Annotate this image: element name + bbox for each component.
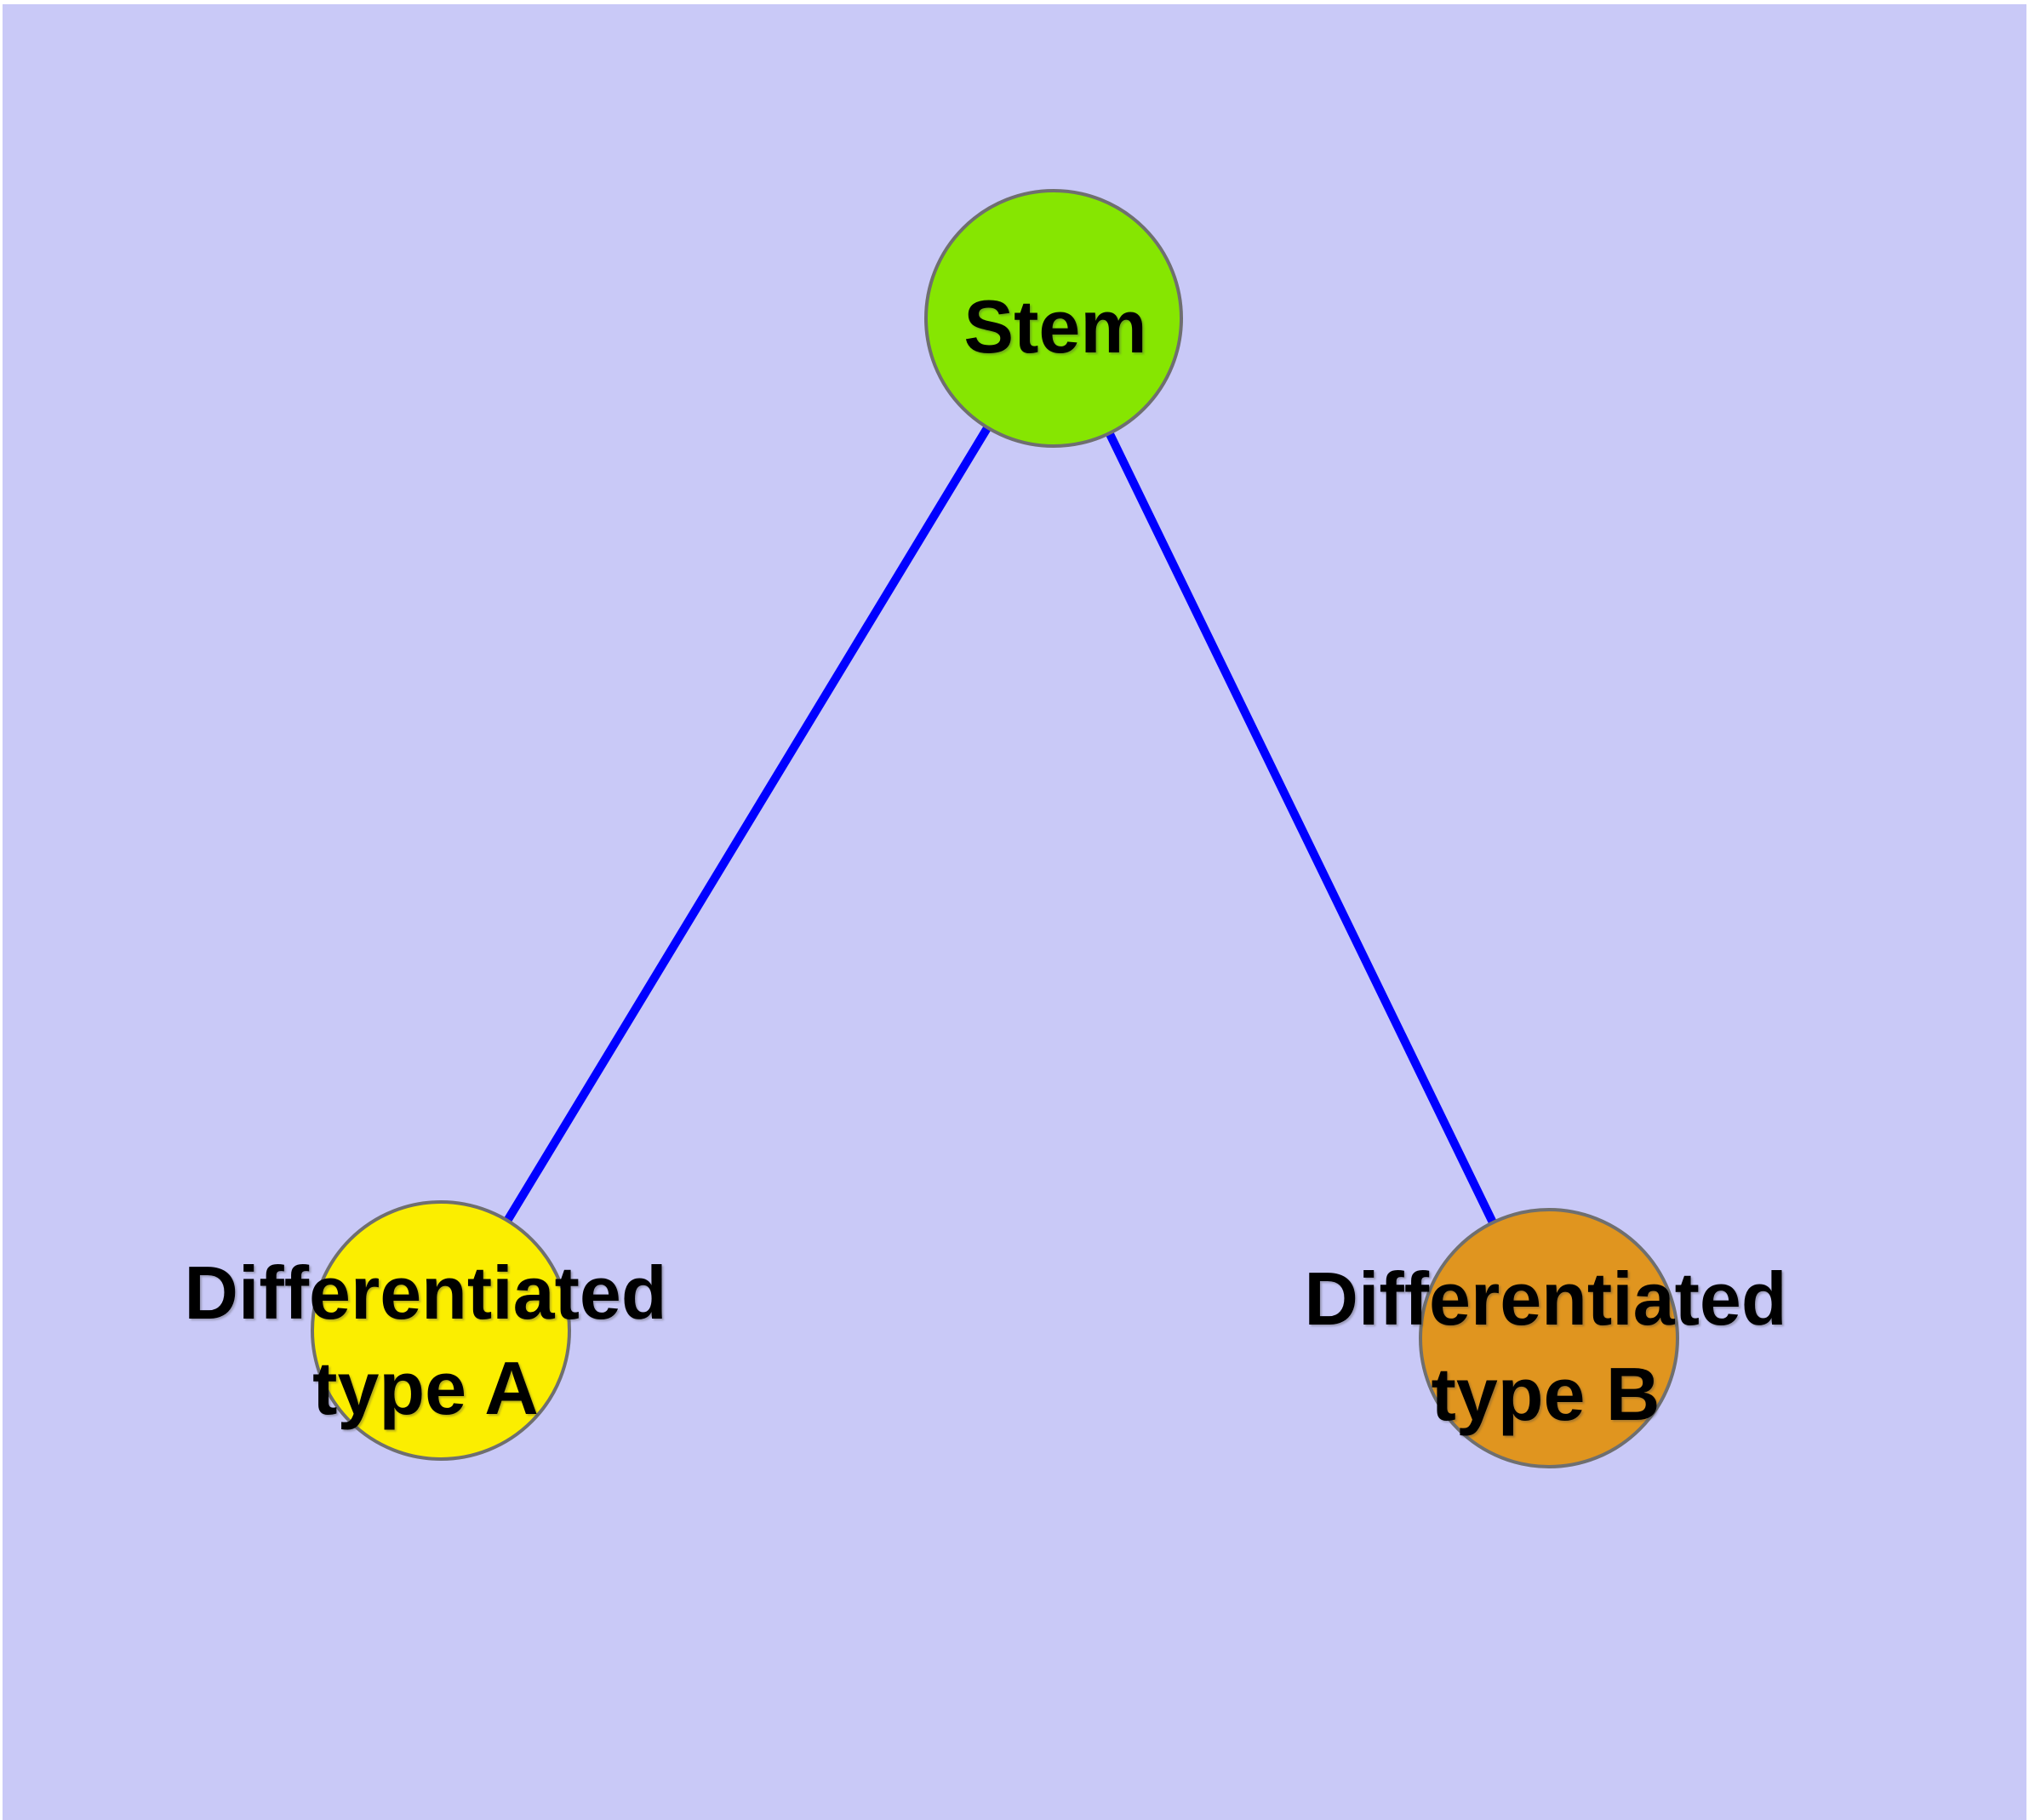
- node-circle-differentiated-type-a: [311, 1200, 571, 1461]
- edge-stem-to-type-a: [437, 316, 1058, 1333]
- edge-stem-to-type-b: [1049, 316, 1553, 1341]
- node-circle-stem: [924, 189, 1183, 448]
- node-circle-differentiated-type-b: [1419, 1208, 1679, 1468]
